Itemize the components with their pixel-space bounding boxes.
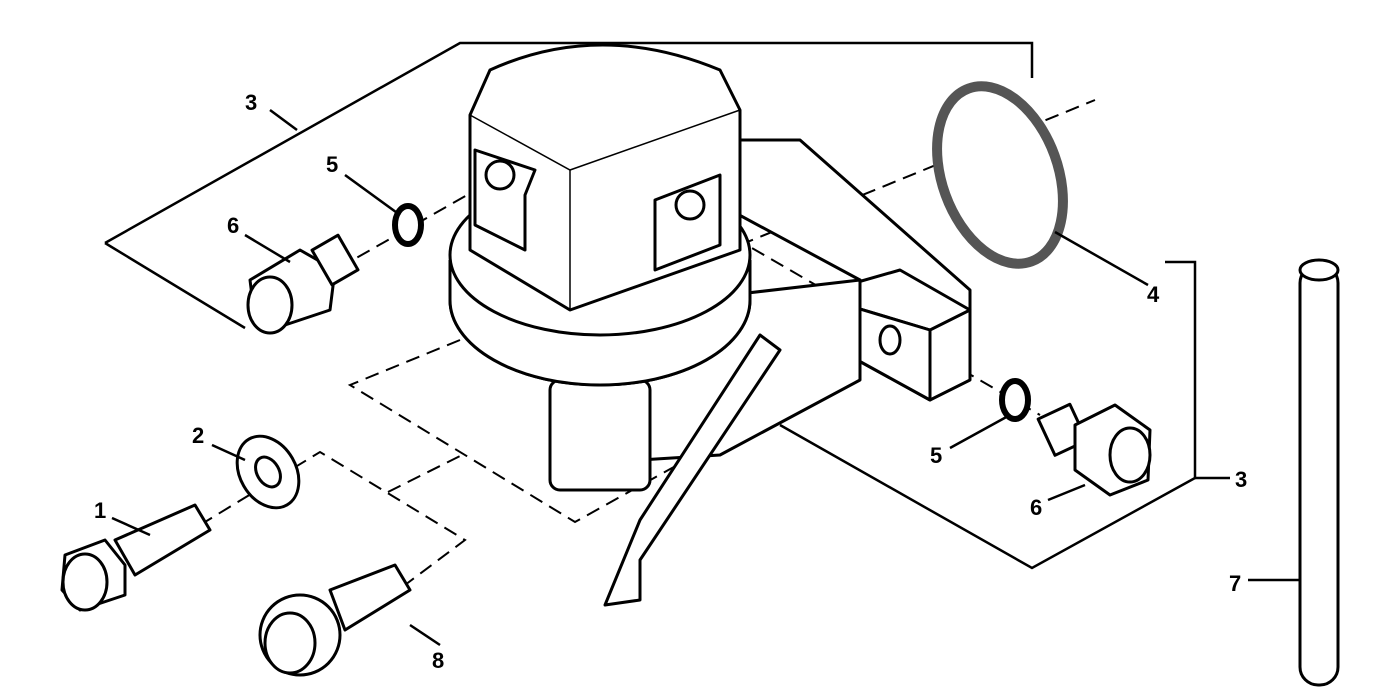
priming-lever	[603, 333, 782, 607]
callout-6-right: 6	[1030, 495, 1042, 520]
callout-5-left: 5	[326, 152, 338, 177]
rod-part-7	[1298, 258, 1340, 687]
bolt-part-8	[258, 563, 412, 677]
pump-mounting-flange	[598, 138, 972, 462]
callout-8: 8	[432, 648, 444, 673]
callout-7: 7	[1229, 571, 1241, 596]
callout-3-left: 3	[245, 90, 257, 115]
callout-5-right: 5	[930, 443, 942, 468]
callout-leader-lines	[111, 173, 1300, 647]
washer-part-5-left	[392, 203, 424, 247]
callout-6-left: 6	[227, 213, 239, 238]
callout-3-right: 3	[1235, 467, 1247, 492]
gasket-part-4	[932, 81, 1068, 269]
washer-part-5-right	[999, 378, 1031, 422]
assembly-3-bracket	[104, 41, 1230, 570]
callout-4: 4	[1147, 282, 1160, 307]
callout-2: 2	[192, 423, 204, 448]
fuel-pump-body	[448, 43, 752, 492]
washer-part-2	[235, 434, 301, 510]
fitting-part-6-left	[246, 233, 360, 335]
callout-1: 1	[94, 498, 106, 523]
bolt-part-1	[60, 503, 212, 612]
fitting-part-6-right	[1036, 402, 1152, 497]
